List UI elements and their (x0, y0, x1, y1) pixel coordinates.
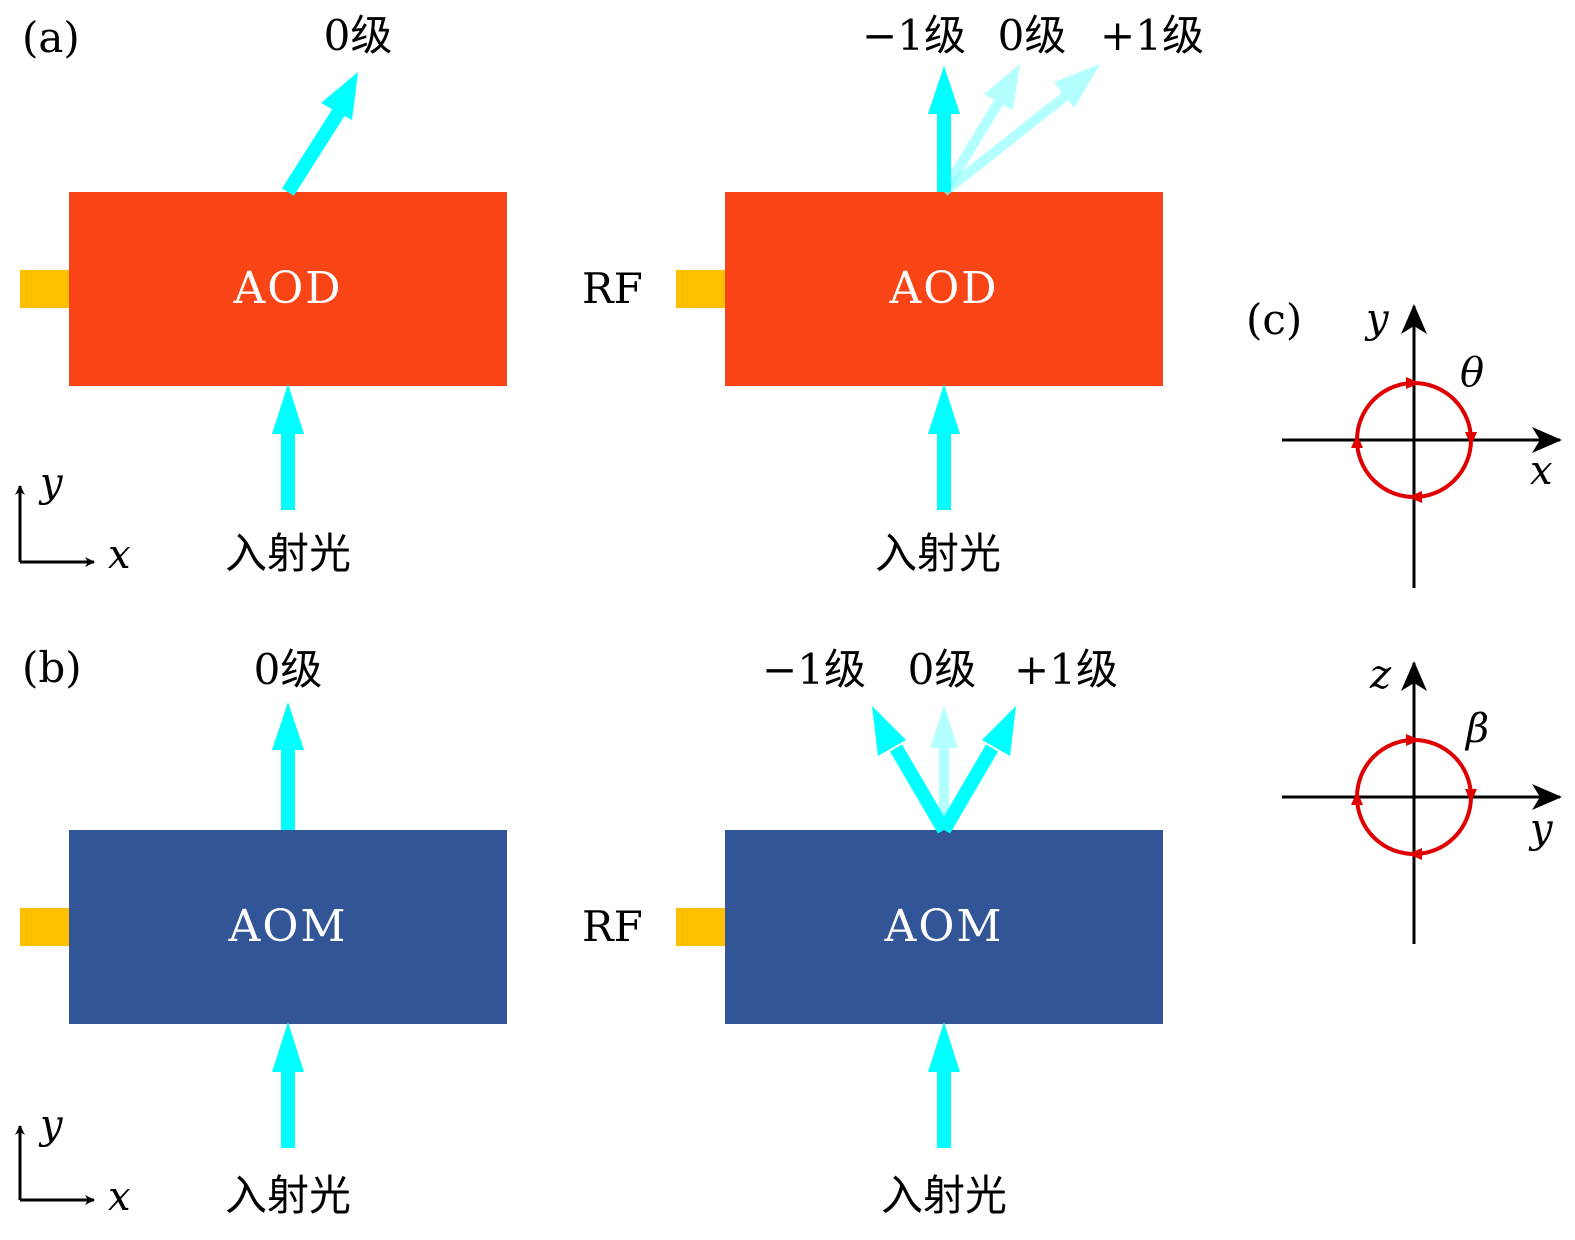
panel-a-label: (a) (22, 13, 80, 62)
minus-one-order-label: −1级 (762, 645, 866, 694)
incident-light-label: 入射光 (881, 1171, 1007, 1220)
aom-device (725, 830, 1163, 1024)
device-label: AOM (884, 901, 1004, 952)
zero-order-beam-arrow (939, 64, 1020, 195)
rf-port (676, 270, 726, 308)
rf-port (676, 908, 726, 946)
panel-c-label: (c) (1246, 295, 1302, 344)
angle-label: θ (1460, 350, 1484, 396)
vertical-axis-label: y (1364, 296, 1390, 342)
incident-beam-arrow (928, 384, 960, 510)
axis-indicator: y x (15, 460, 131, 578)
panel-a: (a) AOD 0级 入射光 y x (15, 11, 1204, 578)
axis-x-label: x (108, 532, 131, 578)
panel-b-right: RF AOM −1级 0级 (582, 645, 1163, 1220)
minus-one-order-label: −1级 (862, 11, 966, 60)
rf-port (20, 270, 70, 308)
panel-b: (b) AOM 0级 入射光 y x RF (15, 643, 1163, 1220)
rf-label: RF (582, 264, 643, 313)
axis-indicator: y x (15, 1102, 131, 1220)
incident-light-label: 入射光 (875, 529, 1001, 578)
incident-beam-arrow (928, 1022, 960, 1148)
axis-y-label: y (38, 460, 64, 506)
incident-beam-arrow (272, 1022, 304, 1148)
rf-port (20, 908, 70, 946)
minus-one-order-beam-arrow (928, 66, 960, 192)
incident-light-label: 入射光 (225, 529, 351, 578)
panel-b-left: AOM 0级 入射光 y x (15, 645, 507, 1220)
rf-label: RF (582, 902, 643, 951)
angle-label: β (1464, 706, 1489, 752)
device-label: AOD (232, 263, 342, 314)
panel-a-right: RF AOD −1级 0级 +1级 (582, 11, 1204, 578)
incident-light-label: 入射光 (225, 1171, 351, 1220)
rotation-diagram-theta: y x θ (1282, 296, 1562, 588)
zero-order-label: 0级 (998, 11, 1067, 60)
panel-c: (c) y x θ (1246, 295, 1562, 944)
incident-beam-arrow (272, 384, 304, 510)
panel-a-left: AOD 0级 入射光 y x (15, 11, 507, 578)
zero-order-beam-arrow (272, 702, 304, 830)
panel-b-label: (b) (22, 643, 82, 692)
plus-one-order-beam-arrow (937, 706, 1016, 834)
aod-device (725, 192, 1163, 386)
zero-order-label: 0级 (324, 11, 393, 60)
plus-one-order-beam-arrow (940, 64, 1100, 196)
horizontal-axis-label: y (1528, 806, 1554, 852)
zero-order-label: 0级 (908, 645, 977, 694)
horizontal-axis-label: x (1530, 448, 1553, 494)
axis-x-label: x (108, 1174, 131, 1220)
rotation-diagram-beta: z y β (1282, 652, 1562, 944)
vertical-axis-label: z (1369, 652, 1392, 698)
plus-one-order-label: +1级 (1100, 11, 1204, 60)
aom-device (69, 830, 507, 1024)
zero-order-beam-arrow (282, 72, 358, 196)
minus-one-order-beam-arrow (872, 706, 951, 834)
aod-device (69, 192, 507, 386)
device-label: AOM (228, 901, 348, 952)
axis-y-label: y (38, 1102, 64, 1148)
device-label: AOD (888, 263, 998, 314)
rotation-arrowheads (1351, 734, 1477, 860)
plus-one-order-label: +1级 (1014, 645, 1118, 694)
rotation-arrowheads (1351, 377, 1477, 503)
zero-order-beam-arrow (930, 706, 958, 830)
zero-order-label: 0级 (254, 645, 323, 694)
